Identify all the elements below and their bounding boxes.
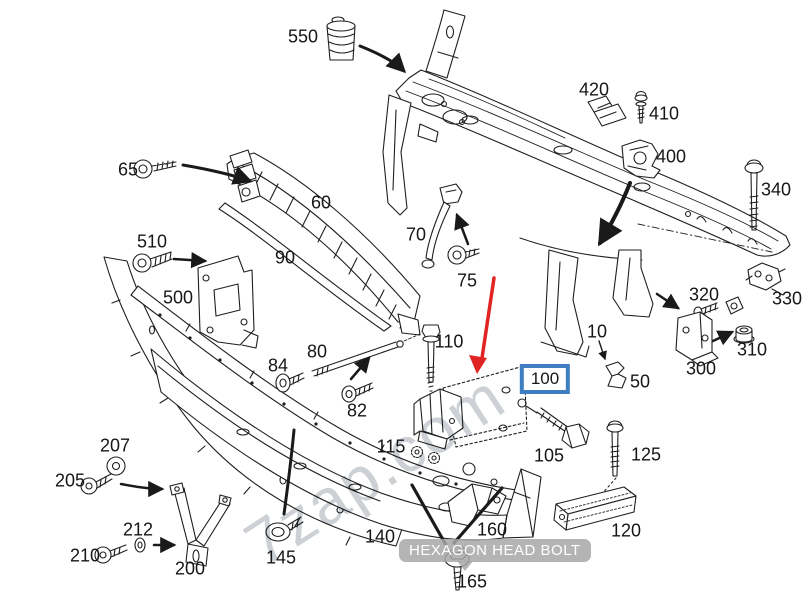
part-90-drawing — [218, 202, 392, 332]
part-label-550[interactable]: 550 — [287, 26, 319, 47]
part-label-420[interactable]: 420 — [578, 79, 610, 100]
part-160-drawing — [447, 483, 507, 527]
part-label-200[interactable]: 200 — [174, 558, 206, 579]
part-label-330[interactable]: 330 — [771, 288, 803, 309]
part-300-drawing — [675, 311, 719, 367]
part-label-300[interactable]: 300 — [685, 358, 717, 379]
part-145-drawing — [265, 516, 304, 542]
part-label-165[interactable]: 165 — [456, 571, 488, 592]
part-label-500[interactable]: 500 — [162, 287, 194, 308]
part-label-10[interactable]: 10 — [586, 321, 608, 342]
part-label-120[interactable]: 120 — [610, 520, 642, 541]
part-200-drawing — [169, 482, 232, 567]
part-label-212[interactable]: 212 — [122, 519, 154, 540]
part-420-drawing — [587, 95, 627, 127]
part-label-205[interactable]: 205 — [54, 470, 86, 491]
part-label-207[interactable]: 207 — [99, 435, 131, 456]
part-label-140[interactable]: 140 — [364, 526, 396, 547]
part-110-drawing — [421, 324, 441, 392]
selection-arrow — [469, 276, 496, 374]
part-label-60[interactable]: 60 — [310, 192, 332, 213]
part-label-210[interactable]: 210 — [69, 545, 101, 566]
part-550-drawing — [326, 16, 356, 61]
part-205-drawing — [80, 473, 113, 495]
part-label-400[interactable]: 400 — [655, 146, 687, 167]
part-label-80[interactable]: 80 — [306, 341, 328, 362]
part-label-84[interactable]: 84 — [267, 355, 289, 376]
part-105-drawing — [517, 398, 590, 449]
part-100-drawing — [413, 365, 528, 450]
cowl-assembly-drawing — [382, 9, 791, 358]
part-212-drawing — [134, 537, 146, 553]
part-65-drawing — [133, 159, 177, 179]
leader-arrows — [119, 44, 735, 554]
part-310-drawing — [733, 325, 755, 344]
part-label-110[interactable]: 110 — [434, 331, 464, 352]
part-125-drawing — [600, 420, 624, 496]
part-510-drawing — [132, 251, 173, 273]
part-label-105[interactable]: 105 — [533, 445, 565, 466]
part-410-drawing — [634, 90, 648, 124]
part-label-510[interactable]: 510 — [136, 231, 168, 252]
part-label-340[interactable]: 340 — [760, 179, 792, 200]
part-label-320[interactable]: 320 — [688, 284, 720, 305]
part-400-drawing — [621, 139, 661, 179]
part-label-160[interactable]: 160 — [476, 519, 508, 540]
part-tooltip: HEXAGON HEAD BOLT — [399, 539, 591, 571]
part-340-drawing — [744, 159, 764, 231]
part-label-310[interactable]: 310 — [736, 339, 768, 360]
part-75-drawing — [447, 245, 480, 265]
part-label-125[interactable]: 125 — [630, 444, 662, 465]
part-label-90[interactable]: 90 — [274, 247, 296, 268]
part-210-drawing — [94, 544, 128, 564]
part-82-drawing — [341, 382, 374, 403]
part-label-145[interactable]: 145 — [265, 547, 297, 568]
part-label-65[interactable]: 65 — [117, 159, 139, 180]
part-70-drawing — [421, 183, 463, 269]
part-label-82[interactable]: 82 — [346, 400, 368, 421]
part-label-115[interactable]: 115 — [376, 436, 406, 457]
part-label-410[interactable]: 410 — [648, 103, 680, 124]
part-500-drawing — [197, 255, 259, 349]
part-label-100-selected[interactable]: 100 — [519, 364, 571, 394]
part-84-drawing — [275, 372, 305, 393]
part-207-drawing — [106, 456, 126, 476]
part-330-drawing — [745, 262, 786, 296]
part-label-50[interactable]: 50 — [629, 371, 651, 392]
part-120-drawing — [553, 486, 637, 531]
part-115-drawing — [410, 445, 441, 465]
part-label-70[interactable]: 70 — [405, 224, 427, 245]
part-label-75[interactable]: 75 — [456, 270, 478, 291]
part-50-drawing — [605, 361, 627, 389]
